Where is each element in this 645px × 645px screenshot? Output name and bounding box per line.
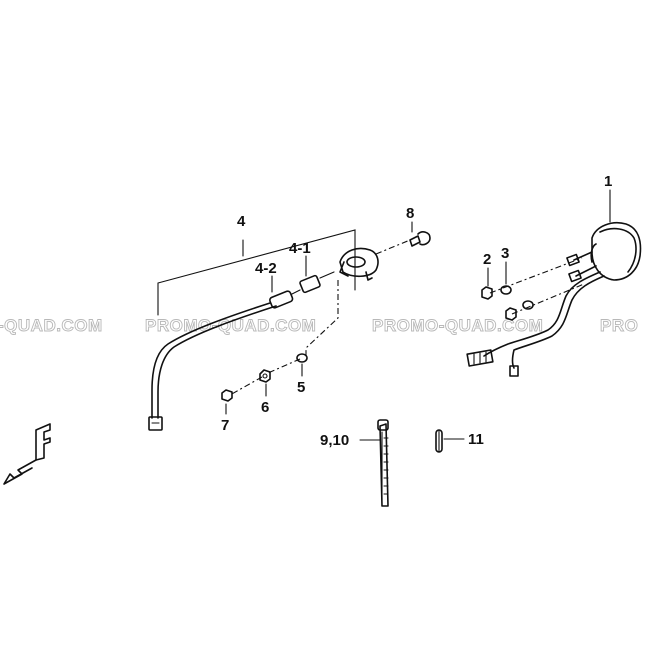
license-lamp-part <box>339 247 379 281</box>
callout-3: 3 <box>501 245 509 262</box>
watermark-text-mid1: PROMO-QUAD.COM <box>145 316 316 335</box>
watermark: -QUAD.COM PROMO-QUAD.COM PROMO-QUAD.COM … <box>0 316 638 336</box>
nut-part-2 <box>481 286 493 300</box>
nut-part-2b <box>505 307 517 321</box>
washer-part-3 <box>500 285 512 295</box>
cable-tie-part <box>377 419 389 507</box>
watermark-text-mid2: PROMO-QUAD.COM <box>372 316 543 335</box>
callout-2: 2 <box>483 251 491 268</box>
callout-1: 1 <box>604 173 612 190</box>
watermark-text-right: PRO <box>600 316 638 335</box>
assembly-dashes-left <box>229 239 411 396</box>
callout-6: 6 <box>261 399 269 416</box>
clip-part-11 <box>435 429 443 453</box>
nut-part-6 <box>259 369 271 383</box>
assembly-bracket-4 <box>157 229 356 316</box>
callouts: 1 2 3 4 4-1 4-2 5 6 7 8 9,10 11 <box>221 173 612 449</box>
callout-4-1: 4-1 <box>289 240 311 257</box>
taillight-wire <box>466 271 605 377</box>
assembly-dashes-right <box>489 257 585 315</box>
front-direction-marker: F <box>3 423 51 485</box>
bulb-socket-part <box>299 271 335 294</box>
callout-4-2: 4-2 <box>255 260 277 277</box>
callout-11: 11 <box>468 431 484 448</box>
screw-part-8 <box>409 231 431 247</box>
lamp-wire <box>148 302 277 431</box>
bulb-connector-part <box>269 289 301 309</box>
watermark-text-left: -QUAD.COM <box>0 316 103 335</box>
callout-4: 4 <box>237 213 246 230</box>
nut-part-7 <box>221 389 233 402</box>
taillight-part <box>566 222 642 283</box>
callout-7: 7 <box>221 417 229 434</box>
washer-part-3b <box>522 300 534 310</box>
leader-lines <box>225 189 611 441</box>
callout-9-10: 9,10 <box>320 432 349 449</box>
washer-part-5 <box>296 353 308 363</box>
callout-5: 5 <box>297 379 305 396</box>
callout-8: 8 <box>406 205 414 222</box>
